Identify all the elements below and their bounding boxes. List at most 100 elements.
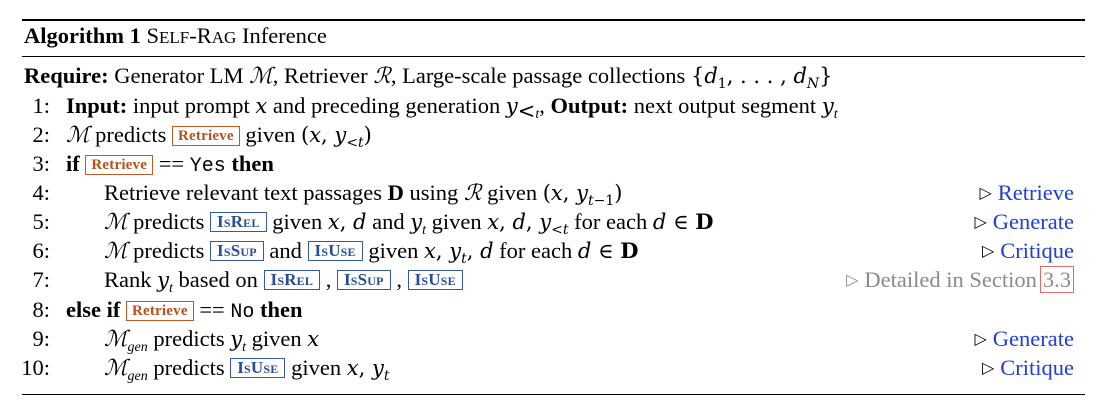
top-rule xyxy=(22,19,1085,21)
keyword-else-if: else if xyxy=(66,297,121,322)
require-line: Require: Generator LM ℳ, Retriever ℛ, La… xyxy=(0,63,1109,92)
line-text: input prompt xyxy=(127,93,256,118)
issup-token: IsSup xyxy=(210,241,264,261)
math-inline: d ∈ D xyxy=(652,209,714,234)
isuse-token: IsUse xyxy=(307,241,363,261)
line-body: else if Retrieve == No then xyxy=(66,297,303,324)
comment: ▷ Retrieve xyxy=(979,180,1074,206)
keyword-if: if xyxy=(66,151,80,176)
retrieve-token: Retrieve xyxy=(172,126,240,146)
bottom-rule xyxy=(22,394,1085,395)
line-text: based on xyxy=(172,267,264,292)
header-rule xyxy=(22,56,1085,57)
comment-link-critique[interactable]: Critique xyxy=(1000,355,1074,380)
line-text: given xyxy=(426,209,488,234)
line-text: predicts xyxy=(89,122,173,147)
line-body: ℳ predicts IsSup and IsUse given x, yt, … xyxy=(104,238,639,267)
isuse-token: IsUse xyxy=(230,358,286,378)
title-part: - xyxy=(189,23,197,48)
require-text: , Retriever xyxy=(272,63,374,88)
algorithm-line: 1: Input: input prompt x and preceding g… xyxy=(0,93,1109,122)
comment-link-generate[interactable]: Generate xyxy=(992,326,1074,351)
math-generator: ℳ xyxy=(104,239,128,264)
line-body: Rank yt based on IsRel , IsSup , IsUse xyxy=(104,267,463,296)
title-part: S xyxy=(146,23,160,48)
math-inline: x, yt, d xyxy=(424,239,494,267)
line-text: predicts xyxy=(147,326,231,351)
algorithm-label: Algorithm 1 xyxy=(24,23,141,48)
line-text: next output segment xyxy=(628,93,822,118)
math-generator-gen: ℳ xyxy=(104,327,128,352)
keyword-then: then xyxy=(225,151,274,176)
math-generator: ℳ xyxy=(249,64,273,89)
algorithm-title: Algorithm 1 SELF-RAG Inference xyxy=(24,23,327,49)
math-generator-gen: ℳ xyxy=(104,356,128,381)
algorithm-line: 10: ℳgen predicts IsUse given x, yt ▷ Cri… xyxy=(0,355,1109,384)
line-body: ℳgen predicts IsUse given x, yt xyxy=(104,355,390,384)
line-number: 1: xyxy=(32,93,50,118)
algorithm-line: 9: ℳgen predicts yt given x ▷Generate xyxy=(0,326,1109,355)
comment-link-critique[interactable]: Critique xyxy=(1000,238,1074,263)
line-number: 10: xyxy=(21,355,50,380)
math-inline: x, yt xyxy=(346,356,390,384)
value-no: No xyxy=(230,301,255,324)
line-number: 9: xyxy=(32,326,50,351)
comment: ▷ Generate xyxy=(974,209,1074,235)
math-inline: x xyxy=(307,327,320,351)
title-part: Inference xyxy=(236,23,327,48)
require-body: Require: Generator LM ℳ, Retriever ℛ, La… xyxy=(24,63,833,92)
line-text: for each xyxy=(493,238,578,263)
math-generator: ℳ xyxy=(104,210,128,235)
comment: ▷Generate xyxy=(974,326,1074,352)
line-body: Input: input prompt x and preceding gene… xyxy=(66,93,838,123)
comment: ▷ Critique xyxy=(982,238,1074,264)
math-args: (x, y<t) xyxy=(301,123,372,151)
algorithm-line: 4: Retrieve relevant text passages D usi… xyxy=(0,180,1109,209)
line-text: Retrieve relevant text passages xyxy=(104,180,388,205)
line-text: given xyxy=(239,122,301,147)
line-body: Retrieve relevant text passages D using … xyxy=(104,180,623,209)
math-D: D xyxy=(387,180,404,205)
title-part: AG xyxy=(211,28,237,47)
line-text: predicts xyxy=(127,209,211,234)
line-number: 6: xyxy=(32,238,50,263)
triangle-icon: ▷ xyxy=(979,185,992,202)
comment-link-generate[interactable]: Generate xyxy=(992,209,1074,234)
triangle-icon: ▷ xyxy=(981,360,995,377)
math-collection: {d1, . . . , dN} xyxy=(690,64,833,92)
value-yes: Yes xyxy=(189,155,226,178)
algorithm-line: 3: if Retrieve == Yes then xyxy=(0,151,1109,180)
line-body: ℳgen predicts yt given x xyxy=(104,326,320,355)
triangle-icon: ▷ xyxy=(974,214,987,231)
line-text: for each xyxy=(568,209,653,234)
keyword-then: then xyxy=(254,297,303,322)
line-text: given xyxy=(481,180,543,205)
separator: , xyxy=(390,267,408,292)
retrieve-token: Retrieve xyxy=(85,155,154,175)
title-part: ELF xyxy=(159,28,190,47)
section-link[interactable]: 3.3 xyxy=(1039,266,1074,293)
comment: ▷ Critique xyxy=(982,355,1074,381)
line-number: 8: xyxy=(32,297,50,322)
require-text: Generator LM xyxy=(108,63,250,88)
math-inline: d ∈ D xyxy=(577,238,639,263)
comment-text: Detailed in Section xyxy=(864,267,1037,292)
line-number: 3: xyxy=(32,151,50,176)
line-body: if Retrieve == Yes then xyxy=(66,151,274,178)
comment-link-retrieve[interactable]: Retrieve xyxy=(997,180,1074,205)
require-label: Require: xyxy=(24,63,109,88)
line-text: predicts xyxy=(147,355,231,380)
algorithm-line: 6: ℳ predicts IsSup and IsUse given x, y… xyxy=(0,238,1109,267)
math-args: (x, yt−1) xyxy=(542,181,623,209)
line-text: given xyxy=(246,326,308,351)
line-body: ℳ predicts IsRel given x, d and yt given… xyxy=(104,209,714,238)
algorithm-line: 2: ℳ predicts Retrieve given (x, y<t) xyxy=(0,122,1109,151)
line-text: and preceding generation xyxy=(267,93,506,118)
algorithm-line: 5: ℳ predicts IsRel given x, d and yt gi… xyxy=(0,209,1109,238)
issup-token: IsSup xyxy=(336,270,391,290)
line-text: given xyxy=(362,238,425,263)
triangle-icon: ▷ xyxy=(981,243,995,260)
line-number: 2: xyxy=(32,122,50,147)
math-generator: ℳ xyxy=(66,123,90,148)
line-number: 4: xyxy=(32,180,50,205)
